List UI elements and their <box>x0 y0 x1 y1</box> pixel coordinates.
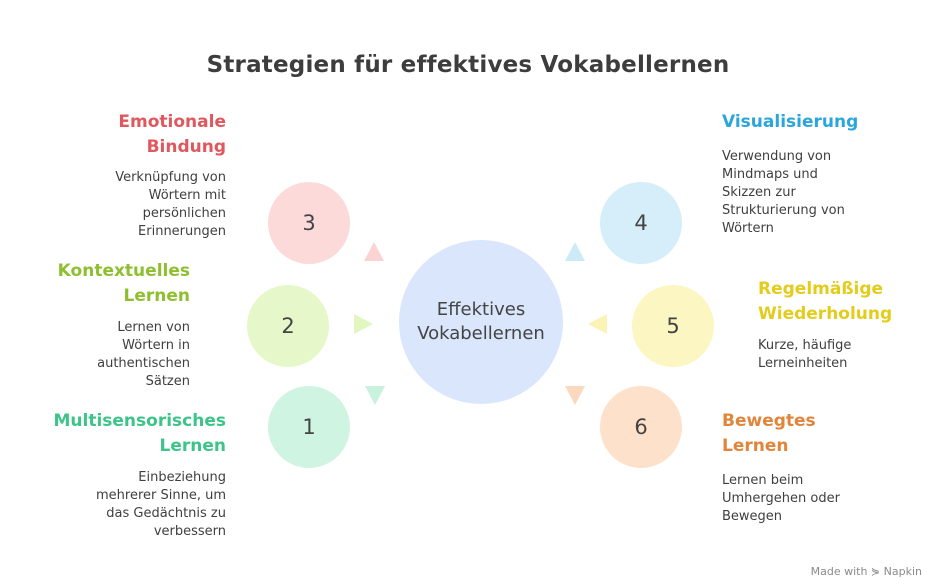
node-circle-5: 5 <box>632 285 714 367</box>
desc-line: Kurze, häufige <box>758 338 852 353</box>
arrow-3 <box>364 242 384 261</box>
strategy-desc-4: Verwendung von Mindmaps und Skizzen zur … <box>722 148 845 238</box>
desc-line: Wörtern mit <box>148 188 226 203</box>
made-with-napkin-label[interactable]: Made with ⋟ Napkin <box>810 565 922 578</box>
strategy-heading-1: Multisensorisches Lernen <box>53 409 226 459</box>
heading-line: Bindung <box>146 137 226 157</box>
node-number-3: 3 <box>302 211 316 235</box>
desc-line: Umhergehen oder <box>722 491 840 506</box>
strategy-heading-6: Bewegtes Lernen <box>722 409 816 459</box>
strategy-heading-3: Emotionale Bindung <box>118 110 226 160</box>
desc-line: Lernen beim <box>722 473 804 488</box>
desc-line: authentischen <box>97 356 190 371</box>
node-number-4: 4 <box>634 211 648 235</box>
desc-line: Wörtern <box>722 221 774 236</box>
strategy-desc-1: Einbeziehung mehrerer Sinne, um das Gedä… <box>96 469 226 541</box>
arrow-4 <box>565 242 585 261</box>
center-circle: Effektives Vokabellernen <box>399 240 563 404</box>
desc-line: Mindmaps und <box>722 167 818 182</box>
heading-line: Emotionale <box>118 112 226 132</box>
node-number-1: 1 <box>302 415 316 439</box>
node-circle-2: 2 <box>247 285 329 367</box>
center-label-line1: Effektives <box>436 299 526 320</box>
desc-line: Sätzen <box>145 374 190 389</box>
strategy-desc-5: Kurze, häufige Lerneinheiten <box>758 337 851 373</box>
heading-line: Lernen <box>159 436 226 456</box>
node-number-5: 5 <box>666 314 680 338</box>
desc-line: Wörtern in <box>122 338 190 353</box>
diagram-title: Strategien für effektives Vokabellernen <box>206 52 730 78</box>
desc-line: Verwendung von <box>722 149 832 164</box>
node-circle-1: 1 <box>268 386 350 468</box>
node-circle-6: 6 <box>600 386 682 468</box>
desc-line: verbessern <box>153 524 226 539</box>
node-circle-4: 4 <box>600 182 682 264</box>
desc-line: persönlichen <box>142 206 226 221</box>
desc-line: Strukturierung von <box>722 203 845 218</box>
heading-line: Regelmäßige <box>758 279 884 299</box>
strategy-desc-3: Verknüpfung von Wörtern mit persönlichen… <box>115 169 226 241</box>
strategy-desc-6: Lernen beim Umhergehen oder Bewegen <box>722 472 840 526</box>
desc-line: mehrerer Sinne, um <box>96 488 226 503</box>
node-number-6: 6 <box>634 415 648 439</box>
desc-line: Erinnerungen <box>138 224 226 239</box>
desc-line: Lerneinheiten <box>758 356 848 371</box>
node-number-2: 2 <box>281 314 295 338</box>
heading-line: Kontextuelles <box>57 261 190 281</box>
desc-line: Einbeziehung <box>138 470 226 485</box>
node-circle-3: 3 <box>268 182 350 264</box>
strategy-heading-4: Visualisierung <box>722 110 858 135</box>
arrow-6 <box>565 386 585 405</box>
strategy-heading-5: Regelmäßige Wiederholung <box>758 277 892 327</box>
arrow-5 <box>588 314 607 334</box>
strategy-heading-2: Kontextuelles Lernen <box>58 259 190 309</box>
desc-line: Bewegen <box>722 509 783 524</box>
heading-line: Multisensorisches <box>53 411 226 431</box>
heading-line: Lernen <box>123 286 190 306</box>
arrow-2 <box>354 314 373 334</box>
heading-line: Wiederholung <box>758 304 893 324</box>
heading-line: Bewegtes <box>722 411 816 431</box>
center-label-line2: Vokabellernen <box>417 323 545 344</box>
heading-line: Lernen <box>722 436 789 456</box>
desc-line: Skizzen zur <box>722 185 796 200</box>
strategy-desc-2: Lernen von Wörtern in authentischen Sätz… <box>97 319 190 391</box>
desc-line: das Gedächtnis zu <box>106 506 226 521</box>
desc-line: Verknüpfung von <box>115 170 226 185</box>
arrow-1 <box>365 386 385 405</box>
heading-line: Visualisierung <box>722 112 859 132</box>
desc-line: Lernen von <box>117 320 190 335</box>
